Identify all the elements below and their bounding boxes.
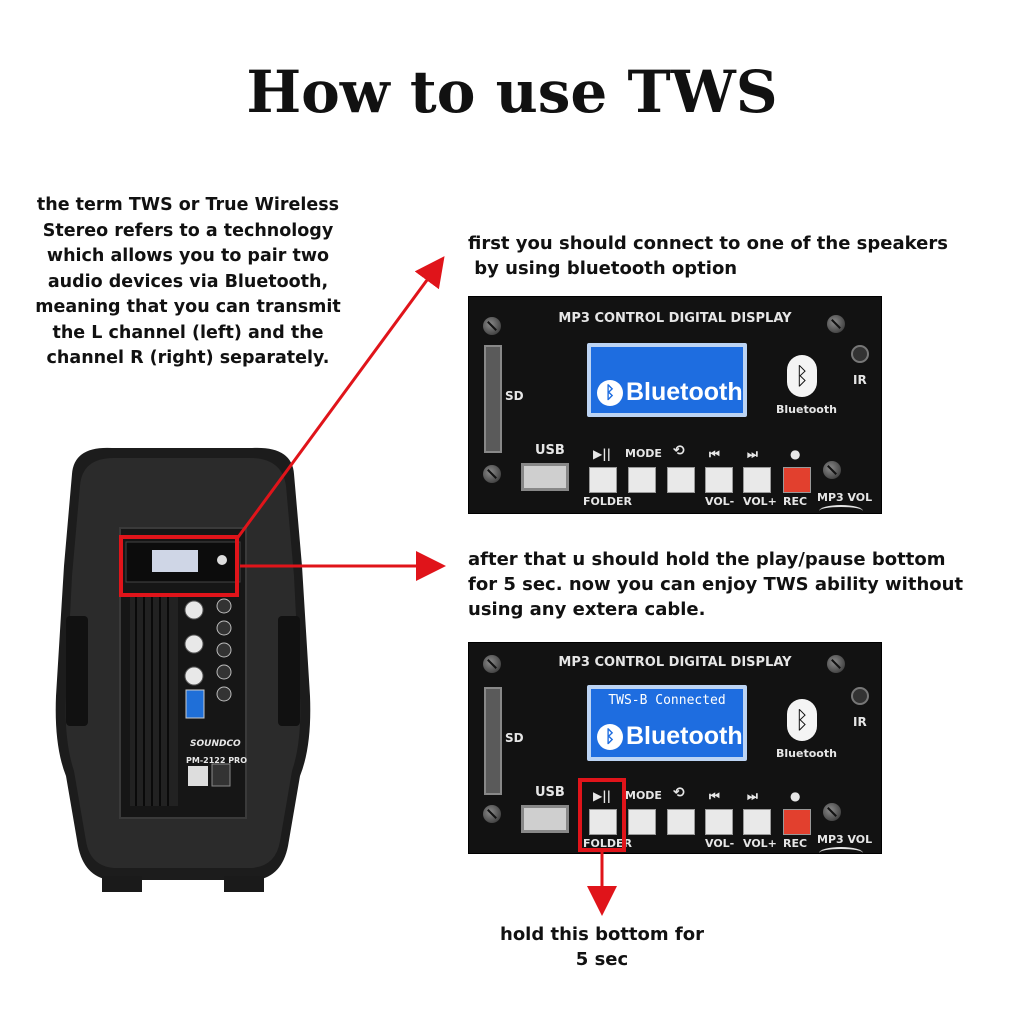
usb-label: USB [535,785,565,800]
repeat-button[interactable] [667,467,695,493]
vol-plus-button[interactable] [743,809,771,835]
sd-label: SD [505,389,524,403]
bluetooth-logo-text: Bluetooth [776,747,837,760]
record-icon: ● [790,789,801,803]
screw-icon [483,317,501,335]
ir-sensor [851,345,869,363]
play-pause-icon: ▶|| [593,447,611,461]
mode-label: MODE [625,789,662,802]
panel-title: MP3 CONTROL DIGITAL DISPLAY [558,655,792,670]
tws-definition-text: the term TWS or True Wireless Stereo ref… [35,195,341,368]
vol-minus-label: VOL- [705,495,735,508]
vol-minus-button[interactable] [705,809,733,835]
lcd-bluetooth-text: Bluetooth [626,722,743,750]
speaker-panel-highlight [119,535,239,597]
step-1-text: first you should connect to one of the s… [468,233,948,279]
screw-icon [823,803,841,821]
play-pause-button[interactable] [589,809,617,835]
lcd-bluetooth-text: Bluetooth [626,378,743,406]
vol-minus-label: VOL- [705,837,735,850]
play-pause-button[interactable] [589,467,617,493]
ir-label: IR [853,373,867,387]
screw-icon [823,461,841,479]
mp3-vol-label: MP3 VOL [817,491,873,504]
rec-label: REC [783,837,808,850]
screw-icon [483,465,501,483]
vol-plus-label: VOL+ [743,837,777,850]
hold-button-note: hold this bottom for 5 sec [500,924,704,970]
screw-icon [827,655,845,673]
usb-port[interactable] [521,463,569,491]
mode-button[interactable] [628,467,656,493]
ir-sensor [851,687,869,705]
rec-button[interactable] [783,467,811,493]
mode-label: MODE [625,447,662,460]
sd-card-slot[interactable] [484,345,502,453]
screw-icon [827,315,845,333]
mode-button[interactable] [628,809,656,835]
folder-label: FOLDER [583,837,632,850]
speaker-illustration [55,447,311,892]
vol-minus-button[interactable] [705,467,733,493]
record-icon: ● [790,447,801,461]
step-2-text: after that u should hold the play/pause … [468,549,964,620]
screw-icon [483,805,501,823]
ir-label: IR [853,715,867,729]
play-pause-highlight [578,778,626,852]
speaker-model: PM-2122 PRO [186,756,248,765]
repeat-icon: ⟲ [673,443,685,459]
vol-plus-button[interactable] [743,467,771,493]
mp3-vol-label: MP3 VOL [817,833,873,846]
usb-port[interactable] [521,805,569,833]
sd-label: SD [505,731,524,745]
mp3-panel-step-2: MP3 CONTROL DIGITAL DISPLAY SD TWS-B Con… [468,642,882,854]
bluetooth-logo-icon: ᛒ [787,355,817,397]
panel-title: MP3 CONTROL DIGITAL DISPLAY [558,311,792,326]
tws-status-text: TWS-B Connected [608,693,726,708]
repeat-icon: ⟲ [673,785,685,801]
bluetooth-logo-icon: ᛒ [787,699,817,741]
sd-card-slot[interactable] [484,687,502,795]
previous-icon: ⏮ [709,447,720,461]
next-icon: ⏭ [747,789,758,803]
bluetooth-logo-text: Bluetooth [776,403,837,416]
page-title: How to use TWS [246,58,778,126]
bluetooth-icon: ᛒ [597,379,623,406]
next-icon: ⏭ [747,447,758,461]
folder-label: FOLDER [583,495,632,508]
previous-icon: ⏮ [709,789,720,803]
screw-icon [483,655,501,673]
usb-label: USB [535,443,565,458]
mp3-volume-knob[interactable] [819,847,863,859]
mp3-volume-knob[interactable] [819,505,863,517]
repeat-button[interactable] [667,809,695,835]
vol-plus-label: VOL+ [743,495,777,508]
rec-button[interactable] [783,809,811,835]
rec-label: REC [783,495,808,508]
play-pause-icon: ▶|| [593,789,611,803]
speaker-brand: SOUNDCO [190,739,241,749]
bluetooth-icon: ᛒ [597,723,623,750]
